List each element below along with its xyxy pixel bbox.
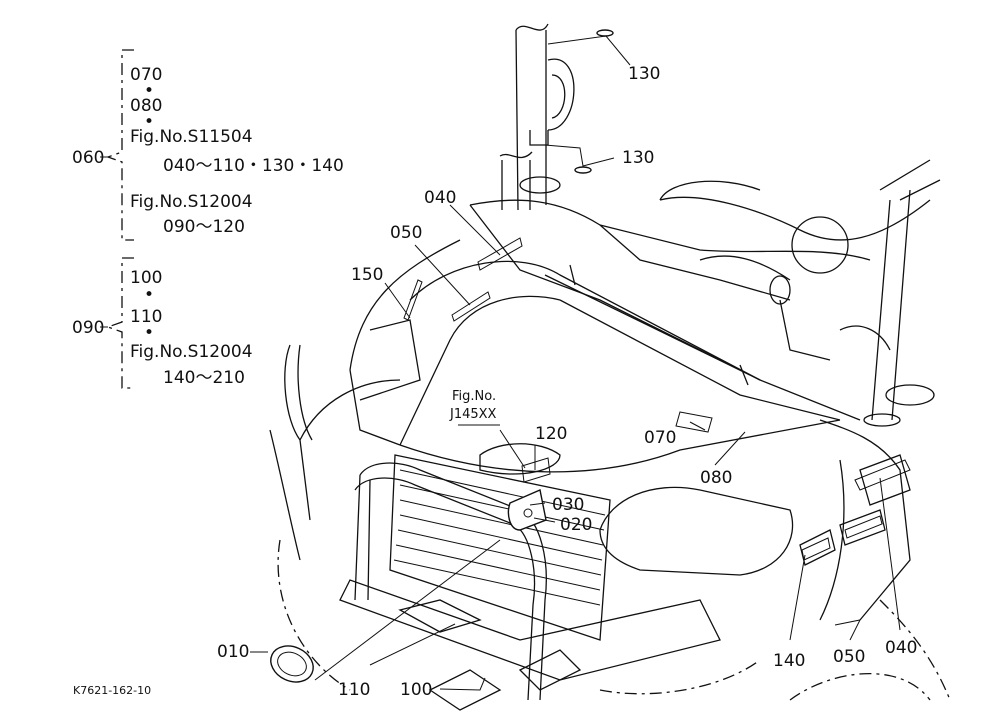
legend-060-fig2: Fig.No.S12004 [130, 192, 253, 212]
figref-line2: J145XX [449, 407, 497, 422]
cap-130-lower [574, 166, 592, 174]
decal-150 [403, 279, 423, 321]
callout-070: 070 [644, 428, 676, 448]
callout-080: 080 [700, 468, 732, 488]
callout-050-side: 050 [833, 647, 865, 667]
legend-090: 090 100 • 110 • Fig.No.S12004 140〜210 [72, 268, 253, 388]
decal-050-side [844, 515, 883, 539]
callout-040-side: 040 [885, 638, 917, 658]
callout-010: 010 [217, 642, 249, 662]
legend-dot: • [144, 112, 154, 132]
hood-bracket-030 [507, 489, 547, 531]
legend-090-id: 090 [72, 318, 104, 338]
callout-020: 020 [560, 515, 592, 535]
legend-060-item-1: 070 [130, 65, 162, 85]
decal-040-top [477, 237, 523, 271]
legend-060-fig1-range: 040〜110・130・140 [163, 156, 344, 176]
callout-110: 110 [338, 680, 370, 700]
legend-dot: • [144, 285, 154, 305]
legend-060-item-2: 080 [130, 96, 162, 116]
legend-bracket-090 [100, 257, 134, 389]
figure-reference: Fig.No. J145XX [449, 389, 497, 422]
callout-130-top: 130 [628, 64, 660, 84]
emblem-010 [270, 645, 314, 683]
decal-040-side [854, 459, 911, 491]
callout-040-top: 040 [424, 188, 456, 208]
legend-090-fig: Fig.No.S12004 [130, 342, 253, 362]
decal-140 [801, 537, 831, 561]
callout-130-lower: 130 [622, 148, 654, 168]
cap-130-top [596, 29, 614, 37]
callout-140: 140 [773, 651, 805, 671]
legend-090-item-1: 100 [130, 268, 162, 288]
decal-120 [521, 457, 551, 483]
legend-060-fig2-range: 090〜120 [163, 217, 245, 237]
legend-060-id: 060 [72, 148, 104, 168]
decal-050-top [451, 291, 491, 322]
drawing-code: K7621-162-10 [73, 684, 151, 697]
callout-120: 120 [535, 424, 567, 444]
legend-090-item-2: 110 [130, 307, 162, 327]
callout-150: 150 [351, 265, 383, 285]
callout-030: 030 [552, 495, 584, 515]
callout-050-top: 050 [390, 223, 422, 243]
legend-060: 060 070 • 080 • Fig.No.S11504 040〜110・13… [72, 65, 344, 237]
decal-parts [403, 237, 911, 561]
decal-070 [675, 411, 713, 433]
figref-line1: Fig.No. [452, 389, 496, 404]
legend-bracket-060 [100, 49, 134, 241]
callout-100: 100 [400, 680, 432, 700]
vehicle-line-art [269, 23, 951, 711]
legend-dot: • [144, 323, 154, 343]
callouts: 130 130 040 050 150 120 070 080 030 020 … [217, 64, 917, 700]
legend-dot: • [144, 81, 154, 101]
legend-090-fig-range: 140〜210 [163, 368, 245, 388]
leader-lines [250, 35, 901, 691]
legend-060-fig1: Fig.No.S11504 [130, 127, 253, 147]
